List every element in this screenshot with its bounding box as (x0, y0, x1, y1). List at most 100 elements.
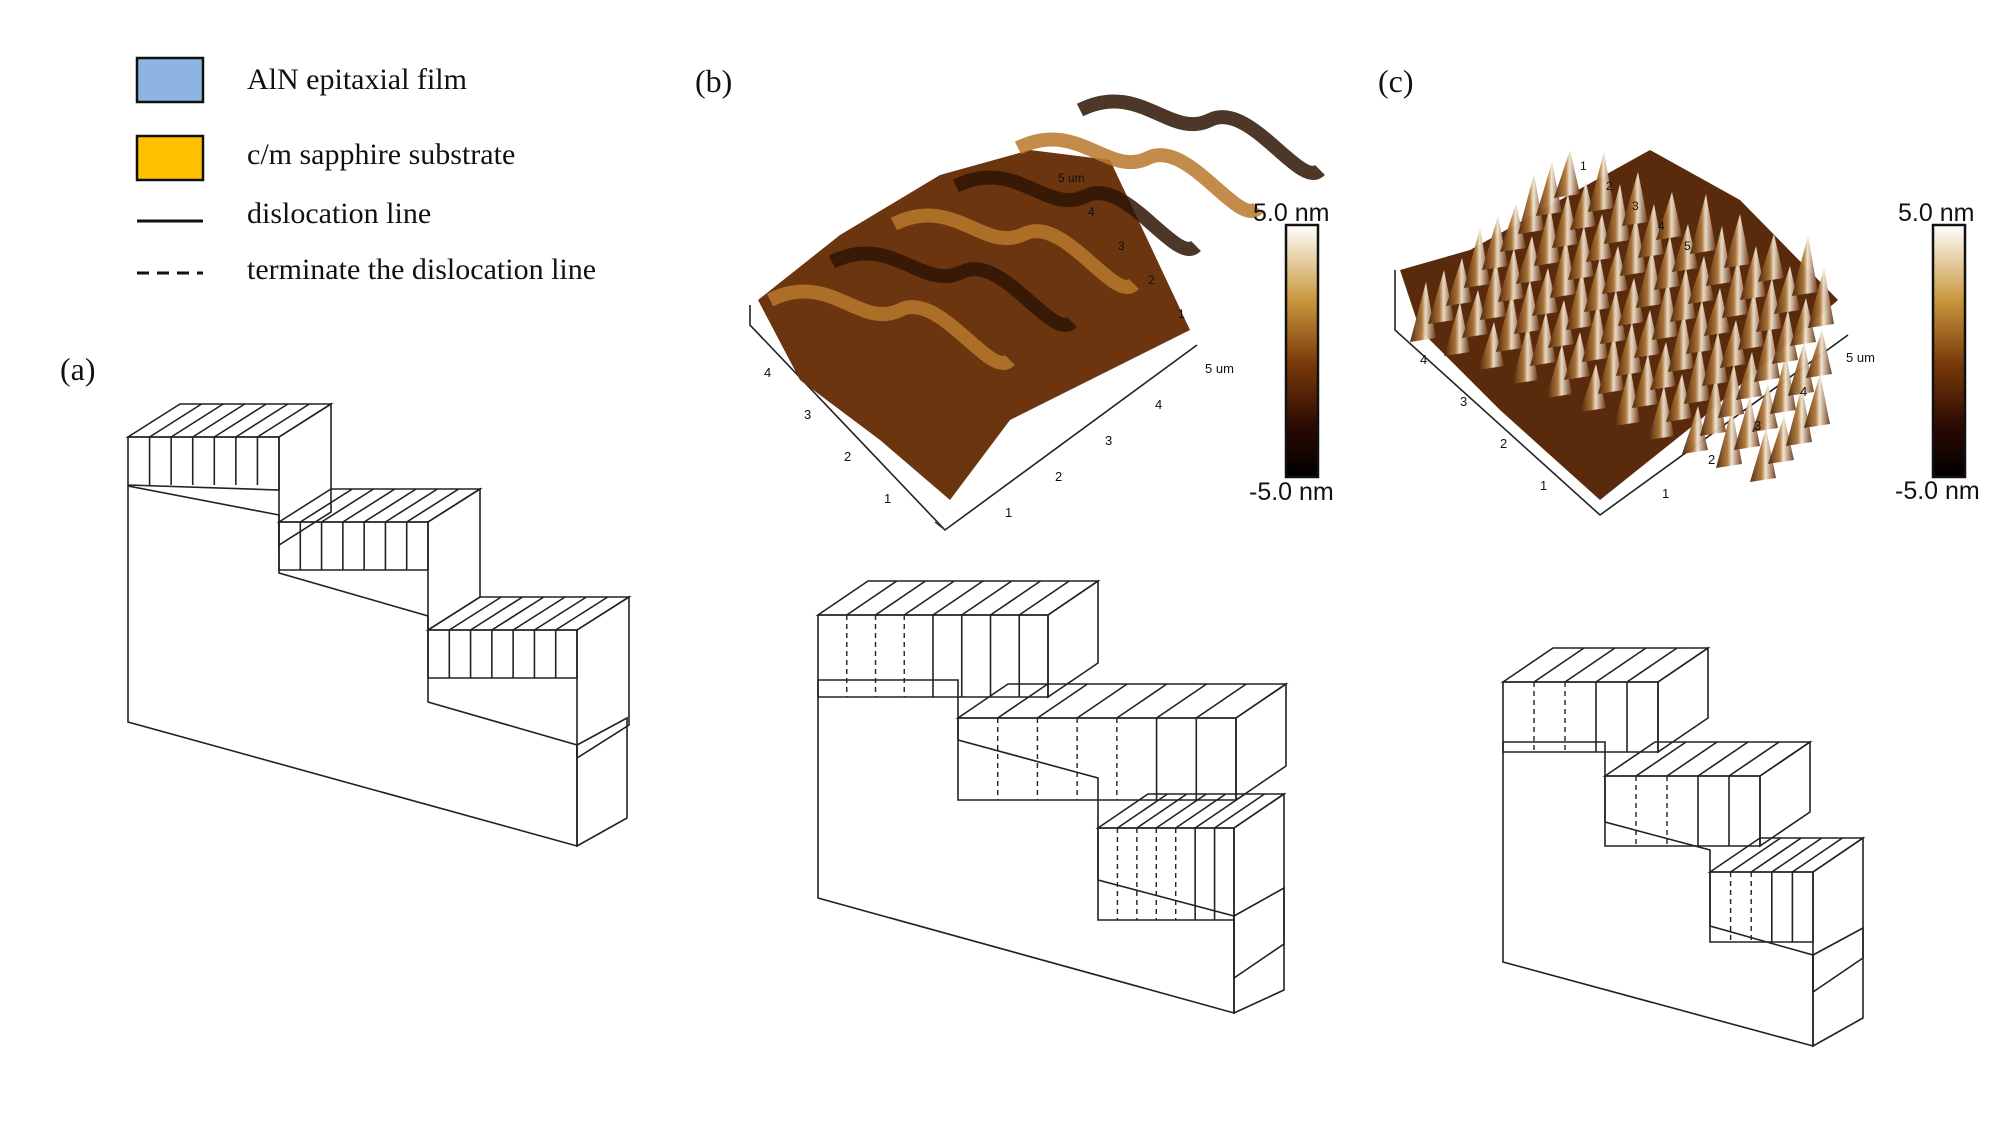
afm-spike (1774, 266, 1800, 314)
afm-c-y-tick: 3 (1460, 394, 1467, 409)
afm-b-back-tick: 3 (1118, 239, 1125, 253)
afm-spike (1602, 246, 1628, 294)
dislocation-line (903, 580, 955, 616)
afm-spike (1634, 310, 1660, 358)
dislocation-line (1666, 741, 1718, 777)
colorbar-c-min: -5.0 nm (1895, 477, 1980, 505)
afm-spike (1702, 332, 1728, 386)
dislocation-line (1194, 793, 1246, 829)
afm-spike (1566, 270, 1592, 330)
step-top (1500, 647, 1711, 683)
afm-b-y-tick: 2 (844, 449, 851, 464)
afm-ridge (1076, 94, 1325, 180)
block-diagram-c (1500, 646, 1866, 1048)
afm-spike (1620, 216, 1646, 276)
afm-spike (1720, 320, 1746, 368)
film-body (817, 679, 1235, 1015)
step-side (1812, 836, 1864, 994)
step-top (1707, 837, 1866, 873)
film-body (127, 485, 578, 848)
step-front (427, 629, 578, 679)
afm-spike (1654, 236, 1680, 290)
colorbar-b-min: -5.0 nm (1249, 478, 1334, 506)
afm-spike (1770, 354, 1796, 414)
afm-c-x-tick: 3 (1754, 418, 1761, 433)
afm-spike (1672, 224, 1698, 272)
dislocation-line (1697, 741, 1749, 777)
afm-spike (1446, 258, 1472, 306)
legend-swatch-aln (135, 56, 205, 104)
colorbar-b-max: 5.0 nm (1253, 199, 1329, 227)
afm-spike (1786, 386, 1812, 446)
afm-spike (1706, 226, 1732, 286)
afm-b-x-tick: 5 um (1205, 361, 1234, 376)
afm-spike (1666, 374, 1692, 422)
dislocation-line (512, 596, 566, 631)
afm-ridge (828, 246, 1077, 332)
afm-spike (1518, 174, 1544, 234)
afm-c-back-tick: 4 (1658, 219, 1665, 233)
afm-c-y-tick: 4 (1420, 352, 1427, 367)
legend-label-dislocation: dislocation line (247, 197, 431, 230)
dislocation-line (1635, 741, 1687, 777)
afm-spike (1564, 332, 1590, 380)
afm-spike (1618, 278, 1644, 326)
afm-b-x-tick: 3 (1105, 433, 1112, 448)
afm-spike (1758, 234, 1784, 282)
step-side (1047, 579, 1099, 699)
afm-spike (1740, 246, 1766, 300)
afm-spike (1738, 290, 1764, 350)
afm-c-back-tick: 5 (1684, 239, 1691, 253)
dislocation-line (990, 580, 1041, 616)
dislocation-line (342, 488, 396, 523)
substrate-side-edge (576, 716, 628, 848)
afm-spike (1616, 322, 1642, 376)
afm-spike (1588, 152, 1614, 212)
dislocation-line (875, 580, 926, 616)
afm-spike (1546, 344, 1572, 398)
afm-spike (1648, 386, 1674, 440)
afm-spike (1480, 260, 1506, 320)
dislocation-line (406, 488, 460, 523)
afm-ridge (1014, 132, 1263, 218)
afm-spike (1724, 214, 1750, 268)
dislocation-line (1116, 683, 1168, 719)
dislocation-line (1533, 647, 1585, 683)
step-front (278, 521, 429, 571)
afm-spike (1600, 290, 1626, 344)
afm-spike (1534, 206, 1560, 266)
afm-spike (1690, 194, 1716, 254)
afm-spike (1804, 374, 1830, 428)
afm-spike (1552, 194, 1578, 248)
colorbar-c-max: 5.0 nm (1898, 199, 1974, 227)
afm-spike (1652, 280, 1678, 340)
step-front (127, 436, 280, 491)
dislocation-line (932, 580, 984, 616)
afm-spike (1598, 334, 1624, 394)
dislocation-line (1155, 793, 1207, 829)
afm-b-y-tick: 1 (884, 491, 891, 506)
legend-swatch-sapphire (135, 134, 205, 182)
afm-spike (1790, 298, 1816, 346)
dislocation-line (961, 580, 1013, 616)
dislocation-line (1564, 647, 1616, 683)
afm-spike (1638, 204, 1664, 258)
step-front (1709, 871, 1814, 943)
panel-label-a: (a) (60, 351, 96, 387)
dislocation-line (1116, 793, 1168, 829)
afm-b-x-tick: 2 (1055, 469, 1062, 484)
dislocation-line (997, 683, 1049, 719)
afm-spike (1632, 354, 1658, 408)
afm-spike (1496, 292, 1522, 352)
dislocation-line (299, 488, 353, 523)
dislocation-line (256, 403, 310, 438)
dislocation-line (533, 596, 587, 631)
afm-spike (1718, 364, 1744, 418)
afm-spike (1686, 300, 1712, 354)
dislocation-line (1626, 647, 1678, 683)
dislocation-line (149, 403, 203, 438)
afm-spike (1410, 282, 1436, 342)
afm-spike (1582, 302, 1608, 362)
